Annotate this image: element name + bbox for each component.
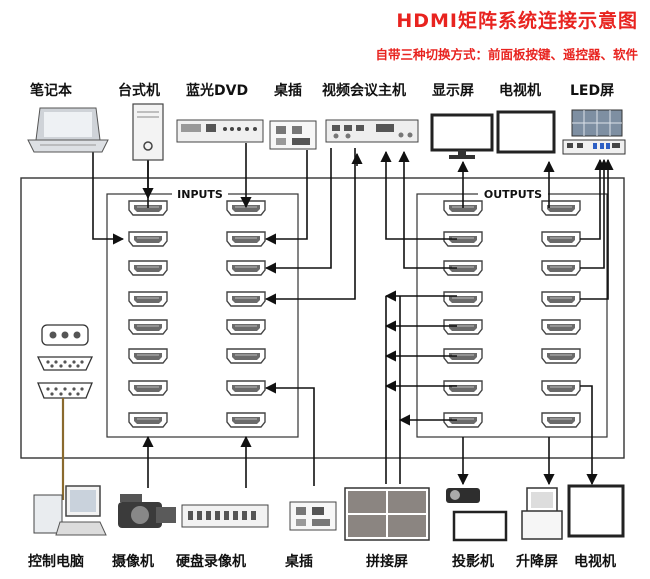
input-hdmi-port	[128, 348, 168, 364]
bottom-label-tv: 电视机	[574, 554, 616, 570]
input-hdmi-port	[226, 319, 266, 335]
connection-lines	[92, 143, 614, 488]
input-hdmi-port	[226, 348, 266, 364]
top-label-desk-socket: 桌插	[274, 83, 302, 99]
desk-socket-icon	[269, 120, 317, 150]
top-label-monitor: 显示屏	[432, 83, 474, 99]
tv-icon	[567, 484, 625, 538]
projector-icon	[446, 488, 508, 542]
output-hdmi-port	[541, 319, 581, 335]
input-hdmi-port	[128, 412, 168, 428]
input-hdmi-port	[226, 412, 266, 428]
output-hdmi-port	[541, 412, 581, 428]
output-hdmi-port	[443, 291, 483, 307]
output-hdmi-port	[541, 231, 581, 247]
tv-icon	[496, 110, 556, 154]
bottom-label-projector: 投影机	[452, 554, 494, 570]
top-label-tv: 电视机	[499, 83, 541, 99]
led-wall-icon	[562, 109, 626, 155]
top-label-desktop: 台式机	[118, 83, 160, 99]
desktop-tower-icon	[132, 103, 164, 161]
bluray-player-icon	[176, 119, 264, 143]
output-hdmi-port	[541, 260, 581, 276]
outputs-label: OUTPUTS	[484, 188, 542, 201]
input-hdmi-port	[128, 260, 168, 276]
output-hdmi-port	[541, 200, 581, 216]
output-hdmi-port	[541, 291, 581, 307]
input-hdmi-port	[128, 291, 168, 307]
diagram-title: HDMI矩阵系统连接示意图	[396, 10, 638, 32]
camcorder-icon	[118, 494, 176, 528]
bottom-label-control-pc: 控制电脑	[28, 554, 84, 570]
laptop-icon	[27, 107, 109, 153]
top-label-vc-host: 视频会议主机	[322, 83, 406, 99]
output-hdmi-port	[541, 348, 581, 364]
bottom-label-video-wall: 拼接屏	[366, 554, 408, 570]
input-hdmi-port	[226, 380, 266, 396]
top-label-led: LED屏	[570, 83, 615, 99]
control-pc-icon	[33, 485, 107, 536]
output-hdmi-port	[443, 380, 483, 396]
inputs-label: INPUTS	[177, 188, 223, 201]
input-hdmi-port	[226, 260, 266, 276]
lift-screen-icon	[521, 487, 563, 540]
dvr-icon	[181, 504, 269, 528]
bottom-label-dvr: 硬盘录像机	[176, 554, 246, 570]
output-hdmi-port	[541, 380, 581, 396]
input-hdmi-port	[226, 231, 266, 247]
input-hdmi-port	[128, 231, 168, 247]
video-conference-host-icon	[325, 119, 419, 143]
output-hdmi-port	[443, 319, 483, 335]
input-hdmi-port	[128, 319, 168, 335]
desk-socket-icon	[289, 501, 337, 531]
top-label-bluray: 蓝光DVD	[186, 83, 249, 99]
bottom-label-desk-socket: 桌插	[285, 554, 313, 570]
diagram-subtitle: 自带三种切换方式：前面板按键、遥控器、软件	[375, 47, 638, 62]
bottom-label-lift-screen: 升降屏	[516, 554, 558, 570]
input-hdmi-port	[226, 291, 266, 307]
top-label-laptop: 笔记本	[30, 83, 72, 99]
monitor-icon	[430, 113, 494, 159]
input-hdmi-port	[128, 380, 168, 396]
rs232-connector-icon	[36, 324, 94, 399]
matrix-chassis	[20, 177, 625, 459]
bottom-label-camcorder: 摄像机	[112, 554, 154, 570]
video-wall-icon	[344, 487, 430, 541]
